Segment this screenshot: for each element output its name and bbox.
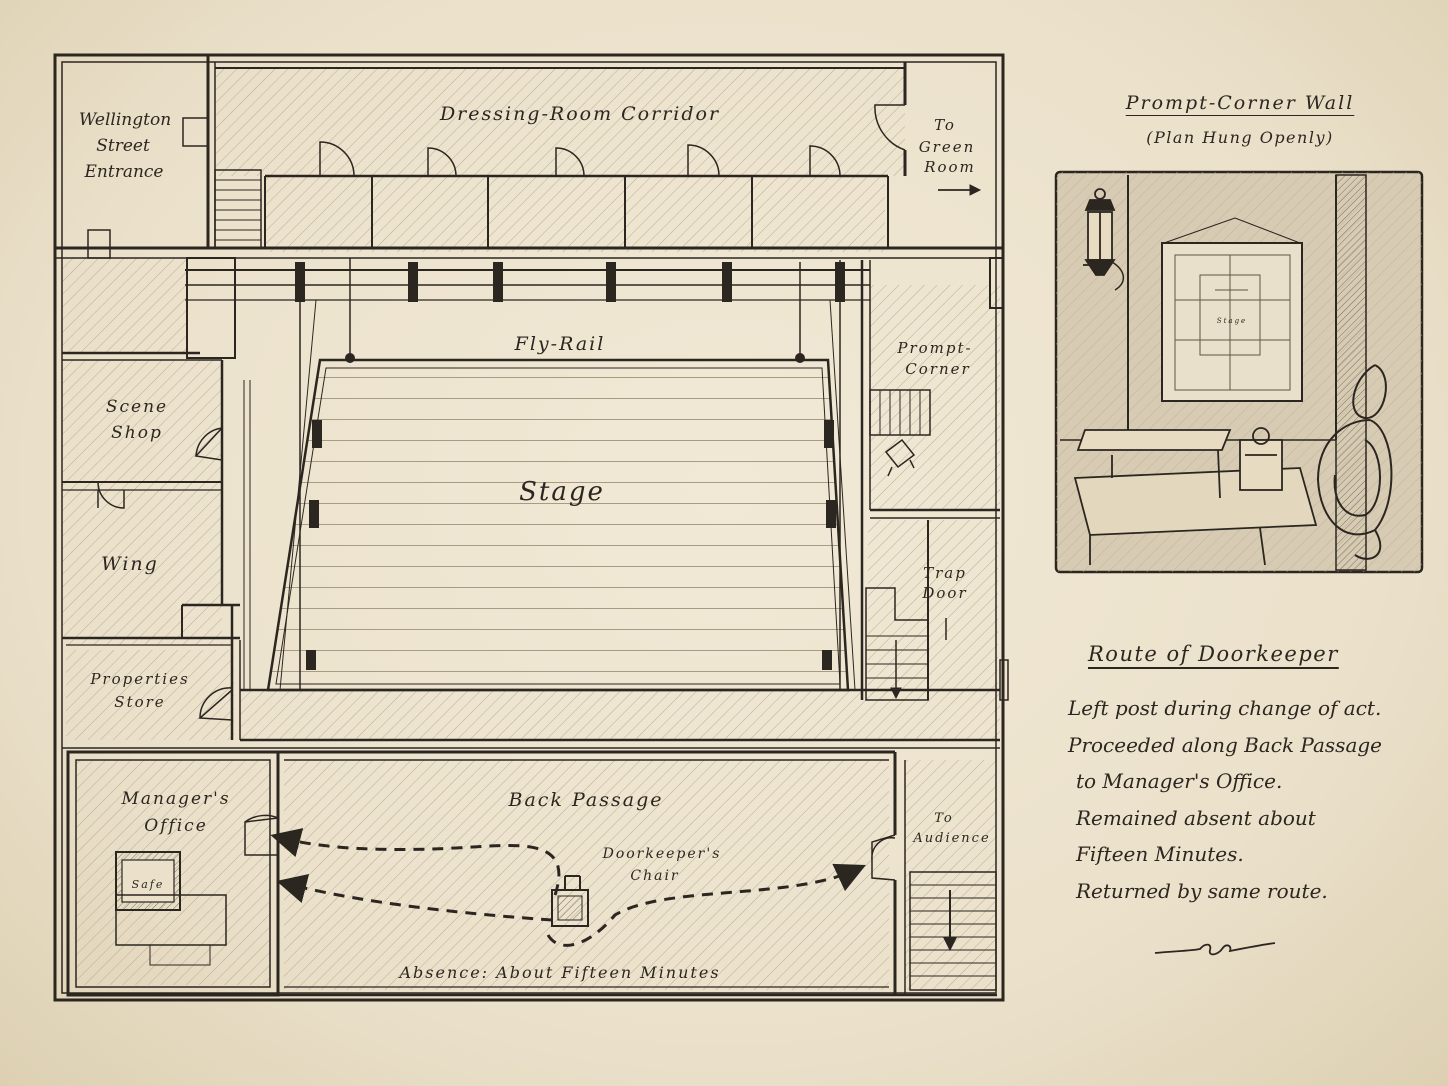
chair-icon [551, 875, 589, 927]
label-scene-shop: Scene [106, 397, 168, 417]
label-doorkeepers-chair: Doorkeeper's [602, 846, 722, 862]
svg-text:Green: Green [919, 138, 976, 156]
route-notes: Left post during change of act. Proceede… [1068, 690, 1438, 909]
route-note: Remained absent about [1076, 805, 1316, 830]
inset-subtitle: (Plan Hung Openly) [1146, 128, 1334, 147]
prompt-corner-wall-inset: Stage [1054, 170, 1424, 574]
label-safe: Safe [132, 878, 165, 891]
prompt-chair-icon [884, 438, 916, 477]
stairs [214, 169, 997, 991]
walls [53, 53, 1009, 1002]
stage-area [266, 358, 850, 692]
svg-text:Entrance: Entrance [84, 162, 164, 182]
coiled-rope-icon [1316, 364, 1393, 560]
label-fly-rail: Fly-Rail [514, 333, 606, 355]
inset-title: Prompt-Corner Wall [1125, 92, 1355, 114]
inset-plan-label: Stage [1217, 317, 1247, 325]
room-labels: Wellington Street Entrance Dressing-Room… [79, 103, 990, 982]
doorkeeper-route [270, 828, 866, 947]
rigging [243, 258, 856, 691]
label-prompt-corner: Prompt- [896, 339, 972, 357]
label-wellington-entrance: Wellington [79, 110, 171, 130]
label-properties-store: Properties [89, 670, 189, 688]
svg-text:Room: Room [923, 158, 976, 176]
hatched-areas [62, 68, 1000, 990]
label-absence: Absence: About Fifteen Minutes [397, 963, 720, 982]
label-trap-door: Trap [923, 564, 967, 582]
wall-lantern-icon [1083, 188, 1124, 291]
svg-text:Door: Door [921, 584, 967, 602]
direction-arrows [890, 184, 982, 952]
label-managers-office: Manager's [120, 789, 230, 809]
svg-text:Office: Office [144, 816, 208, 836]
svg-text:Shop: Shop [111, 423, 163, 443]
svg-text:Chair: Chair [630, 868, 679, 884]
label-back-passage: Back Passage [508, 789, 664, 811]
svg-text:Audience: Audience [912, 831, 990, 846]
flourish-ornament [1154, 942, 1276, 956]
route-note: Returned by same route. [1076, 878, 1328, 903]
route-heading: Route of Doorkeeper [1088, 642, 1339, 666]
label-dressing-corridor: Dressing-Room Corridor [439, 103, 720, 125]
route-note: Fifteen Minutes. [1076, 842, 1244, 866]
svg-text:Corner: Corner [905, 360, 970, 378]
doors [97, 104, 906, 881]
desk-sketch [1073, 427, 1318, 566]
svg-text:Store: Store [114, 693, 165, 711]
svg-text:Street: Street [96, 136, 150, 156]
route-note: Proceeded along Back Passage [1068, 732, 1383, 757]
label-stage: Stage [519, 477, 605, 507]
route-note: to Manager's Office. [1076, 769, 1283, 793]
safe-icon [115, 851, 227, 966]
route-note: Left post during change of act. [1068, 696, 1382, 720]
label-wing: Wing [101, 553, 159, 575]
label-to-audience: To [934, 811, 954, 826]
label-green-room: To [934, 116, 956, 134]
